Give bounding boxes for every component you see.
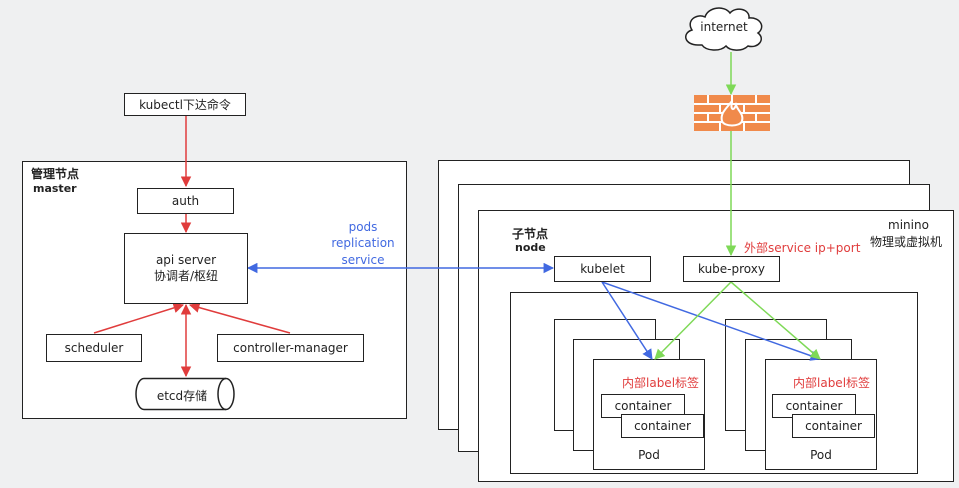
link-label-replication: replication	[331, 236, 395, 250]
master-title-en: master	[33, 182, 77, 195]
worker-title-en: node	[515, 241, 546, 254]
worker-title-cn: 子节点	[512, 227, 549, 241]
scheduler-box[interactable]: scheduler	[46, 334, 142, 362]
container-label: container	[805, 419, 862, 433]
etcd-cylinder[interactable]	[134, 377, 238, 411]
scheduler-label: scheduler	[64, 341, 124, 355]
kube-proxy-label: kube-proxy	[698, 262, 765, 276]
master-title-cn: 管理节点	[31, 167, 80, 181]
controller-manager-box[interactable]: controller-manager	[217, 334, 364, 362]
host-label-type: 物理或虚拟机	[870, 235, 943, 249]
auth-box[interactable]: auth	[137, 188, 234, 214]
pod-2-container-2[interactable]: container	[792, 414, 875, 438]
etcd-label: etcd存储	[156, 389, 208, 403]
pod-1-container-2[interactable]: container	[621, 414, 704, 438]
container-label: container	[785, 399, 843, 413]
container-label: container	[634, 419, 691, 433]
api-server-label: api server	[155, 253, 217, 267]
cloud-icon	[685, 7, 763, 51]
kubectl-label: kubectl下达命令	[139, 98, 231, 112]
internet-label: internet	[700, 20, 748, 34]
kube-proxy-box[interactable]: kube-proxy	[683, 256, 780, 282]
api-server-subtitle: 协调者/枢纽	[153, 269, 219, 283]
api-server-box[interactable]: api server 协调者/枢纽	[124, 233, 248, 304]
kubectl-box[interactable]: kubectl下达命令	[124, 93, 246, 116]
kubelet-label: kubelet	[580, 262, 625, 276]
pod-2-name: Pod	[810, 448, 832, 462]
link-label-pods: pods	[348, 220, 378, 234]
link-label-service: service	[341, 253, 385, 267]
host-label-name: minino	[888, 218, 929, 232]
auth-label: auth	[171, 194, 200, 208]
external-service-label: 外部service ip+port	[744, 241, 861, 255]
kubelet-box[interactable]: kubelet	[554, 256, 651, 282]
pod-1-label-tag: 内部label标签	[622, 376, 700, 390]
firewall-icon	[694, 95, 770, 131]
pod-1-name: Pod	[638, 448, 660, 462]
container-label: container	[614, 399, 672, 413]
controller-manager-label: controller-manager	[233, 341, 348, 355]
pod-2-label-tag: 内部label标签	[793, 376, 871, 390]
